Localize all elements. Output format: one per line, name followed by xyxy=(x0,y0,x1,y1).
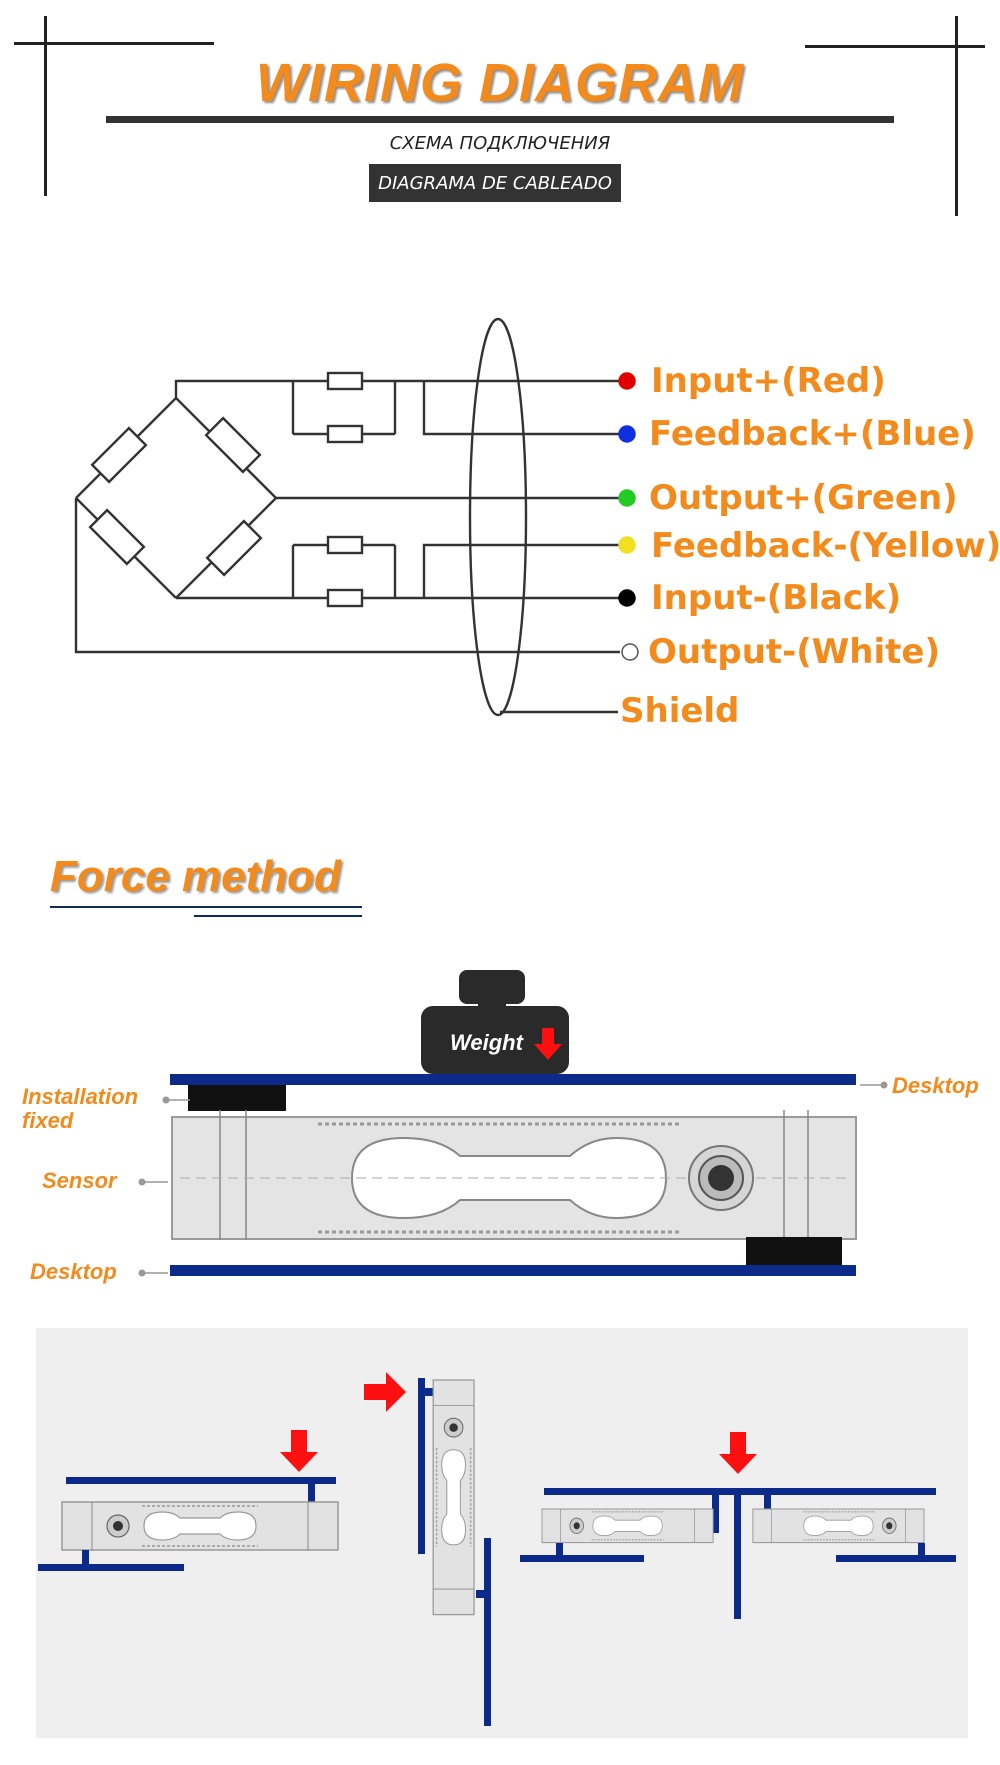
example-horizontal xyxy=(38,1430,339,1571)
wire-dot-2 xyxy=(618,489,636,507)
label-fixed: fixed xyxy=(22,1108,74,1133)
force-method-diagram: Weight Desktop Installation fixed Sensor xyxy=(22,970,979,1284)
arrow-right-icon xyxy=(364,1372,406,1412)
example-dual xyxy=(520,1432,956,1619)
label-sensor: Sensor xyxy=(42,1168,118,1193)
corner-line xyxy=(44,16,47,196)
arrow-down-icon xyxy=(280,1430,318,1472)
arrow-down-icon xyxy=(534,1028,562,1060)
wire-label-feedback-plus: Feedback+(Blue) xyxy=(649,414,976,454)
bridge-circuit xyxy=(74,317,620,717)
subtitle-es-badge: DIAGRAMA DE CABLEADO xyxy=(369,164,621,202)
wire-label-output-minus: Output-(White) xyxy=(648,632,940,672)
label-desktop-top: Desktop xyxy=(892,1073,979,1098)
wire-dot-4 xyxy=(618,589,636,607)
arrow-down-icon xyxy=(719,1432,757,1474)
wire-dots xyxy=(618,372,639,661)
weight-block xyxy=(421,970,569,1074)
mount-block xyxy=(746,1237,842,1265)
subtitle-ru: СХЕМА ПОДКЛЮЧЕНИЯ xyxy=(389,133,611,154)
title-underline xyxy=(50,906,362,908)
wire-label-feedback-minus: Feedback-(Yellow) xyxy=(651,526,1000,566)
wire-dot-3 xyxy=(618,536,636,554)
corner-line xyxy=(955,16,958,216)
wire-label-input-plus: Input+(Red) xyxy=(651,361,886,401)
wire-label-input-minus: Input-(Black) xyxy=(651,578,901,618)
page-title: WIRING DIAGRAM xyxy=(256,53,744,113)
subtitle-es: DIAGRAMA DE CABLEADO xyxy=(378,172,612,194)
leader-dots xyxy=(138,1081,888,1277)
label-installation: Installation xyxy=(22,1084,138,1109)
wire-dot-1 xyxy=(618,425,636,443)
example-vertical xyxy=(364,1372,491,1726)
desktop-plate-top xyxy=(170,1074,856,1085)
wire-dot-5 xyxy=(621,643,639,661)
force-method-title: Force method xyxy=(50,852,341,901)
mount-block xyxy=(188,1085,286,1111)
mounting-examples xyxy=(36,1328,968,1738)
desktop-plate-bottom xyxy=(170,1265,856,1276)
weight-label: Weight xyxy=(450,1030,525,1055)
wire-label-shield: Shield xyxy=(620,691,739,731)
leader-lines xyxy=(142,1084,884,1274)
corner-line xyxy=(805,45,985,48)
corner-line xyxy=(14,42,214,45)
title-underline xyxy=(194,915,362,917)
label-desktop-bottom: Desktop xyxy=(30,1259,117,1284)
load-cell-sensor xyxy=(171,1110,857,1240)
wiring-diagram: Input+(Red) Feedback+(Blue) Output+(Gree… xyxy=(74,317,1000,731)
wire-label-output-plus: Output+(Green) xyxy=(649,478,958,518)
wire-dot-0 xyxy=(618,372,636,390)
title-underline xyxy=(106,116,894,123)
